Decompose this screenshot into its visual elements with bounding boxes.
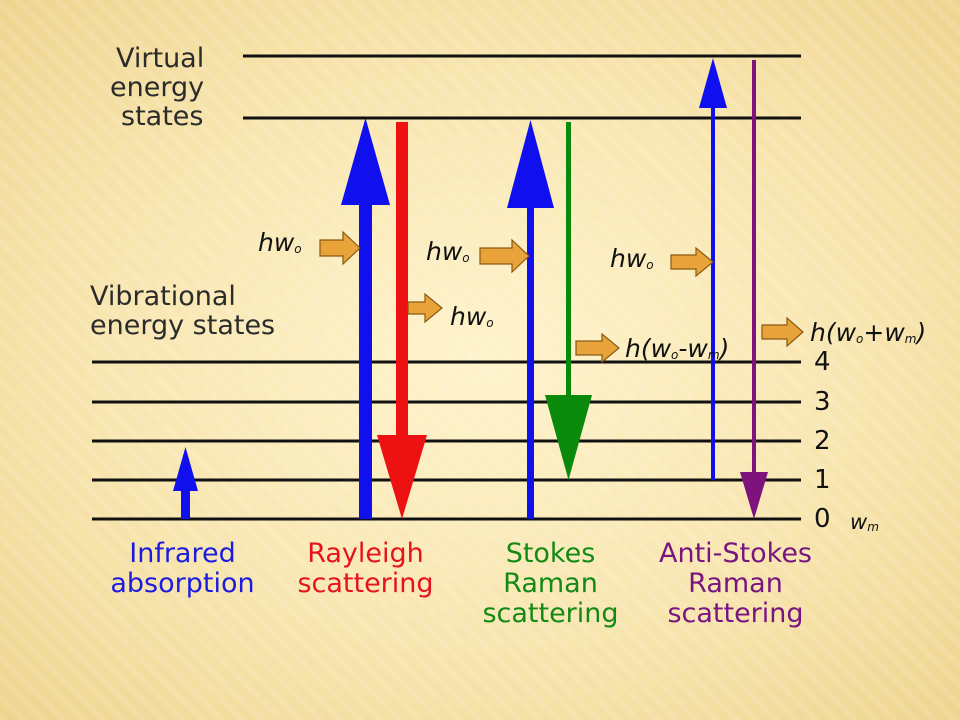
anti-stokes-emission-arrow xyxy=(740,60,768,519)
vibrational-energy-states-label: Vibrational energy states xyxy=(90,282,275,340)
rayleigh-emission-arrow xyxy=(377,122,427,519)
process-label-infrared: Infrared absorption xyxy=(95,539,270,599)
infrared-absorption-arrow xyxy=(173,447,198,519)
level-number-2: 2 xyxy=(814,426,831,456)
stokes-excitation-arrow xyxy=(507,120,554,519)
anti-stokes-excitation-arrow xyxy=(699,58,727,480)
process-anti-stokes-line-3: scattering xyxy=(667,598,804,629)
level-number-3: 3 xyxy=(814,387,831,417)
level-number-1: 1 xyxy=(814,465,831,495)
photon-label-rayleigh-in: hwo xyxy=(258,228,302,257)
process-label-stokes: Stokes Raman scattering xyxy=(468,539,633,629)
photon-label-antistokes-in: hwo xyxy=(610,244,654,273)
level-number-4: 4 xyxy=(814,347,831,377)
stokes-emission-arrow xyxy=(545,122,592,480)
process-stokes-line-3: scattering xyxy=(482,598,619,629)
photon-label-rayleigh-out: hwo xyxy=(450,302,494,331)
photon-label-stokes-in: hwo xyxy=(426,237,470,266)
process-anti-stokes-line-1: Anti-Stokes xyxy=(658,538,812,569)
process-label-rayleigh: Rayleigh scattering xyxy=(283,539,448,599)
virtual-label-line-3: states xyxy=(121,101,204,132)
photon-arrow-antistokes-out xyxy=(761,316,804,348)
virtual-label-line-1: Virtual xyxy=(116,43,205,74)
vibrational-label-line-2: energy states xyxy=(90,310,276,341)
virtual-energy-states-label: Virtual energy states xyxy=(110,44,204,131)
vibrational-frequency-label: wm xyxy=(850,510,879,534)
process-anti-stokes-line-2: Raman xyxy=(688,568,783,599)
photon-arrow-stokes-in xyxy=(479,238,530,274)
process-infrared-line-2: absorption xyxy=(110,568,255,599)
process-stokes-line-1: Stokes xyxy=(505,538,596,569)
photon-arrow-rayleigh-in xyxy=(319,230,361,266)
photon-arrow-stokes-out xyxy=(575,332,620,364)
photon-label-stokes-out: h(wo-wm) xyxy=(625,334,730,363)
photon-arrow-rayleigh-out xyxy=(407,292,443,324)
vibrational-label-line-1: Vibrational xyxy=(90,281,236,312)
photon-label-antistokes-out: h(wo+wm) xyxy=(810,318,927,347)
photon-arrow-antistokes-in xyxy=(670,246,714,278)
process-stokes-line-2: Raman xyxy=(503,568,598,599)
process-infrared-line-1: Infrared xyxy=(129,538,236,569)
virtual-label-line-2: energy xyxy=(110,72,205,103)
rayleigh-excitation-arrow xyxy=(341,118,390,519)
process-label-anti-stokes: Anti-Stokes Raman scattering xyxy=(643,539,828,629)
level-number-0: 0 xyxy=(814,504,831,534)
process-rayleigh-line-1: Rayleigh xyxy=(307,538,424,569)
process-rayleigh-line-2: scattering xyxy=(297,568,434,599)
